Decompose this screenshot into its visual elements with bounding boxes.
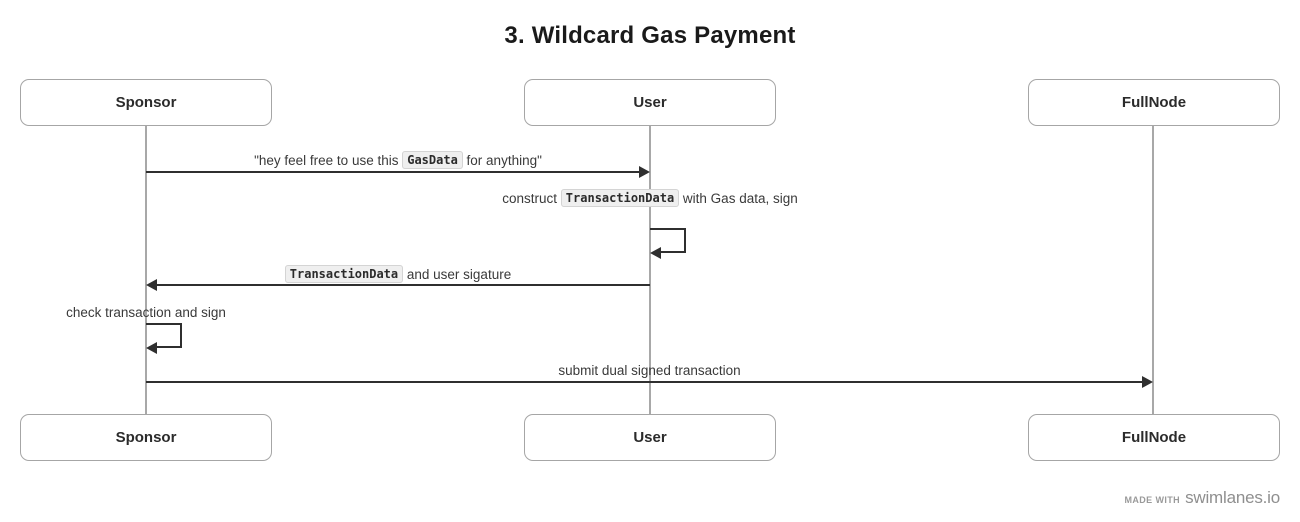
message-5-arrowhead (1142, 376, 1153, 388)
lifeline-sponsor (145, 125, 147, 415)
message-3-text-post: and user sigature (403, 267, 512, 282)
participant-fullnode-top[interactable]: FullNode (1028, 79, 1280, 126)
message-4-text: check transaction and sign (66, 305, 226, 320)
message-2-code: TransactionData (560, 189, 680, 207)
message-2-self-loop (650, 228, 686, 253)
participant-sponsor-top-label: Sponsor (115, 94, 177, 111)
footer-branding[interactable]: Made with swimlanes.io (1124, 488, 1280, 508)
lifeline-user (649, 125, 651, 415)
participant-user-bottom-label: User (633, 429, 667, 446)
participant-user-top[interactable]: User (524, 79, 776, 126)
lifeline-fullnode (1152, 125, 1154, 415)
message-5-label: submit dual signed transaction (146, 361, 1153, 380)
participant-user-top-label: User (633, 94, 667, 111)
message-3-arrowhead (146, 279, 157, 291)
participant-sponsor-bottom-label: Sponsor (115, 429, 177, 446)
participant-sponsor-top[interactable]: Sponsor (20, 79, 272, 126)
message-2-label: construct TransactionData with Gas data,… (480, 189, 820, 208)
message-3-code: TransactionData (284, 265, 404, 283)
participant-user-bottom[interactable]: User (524, 414, 776, 461)
page-title: 3. Wildcard Gas Payment (504, 22, 796, 49)
made-with-label: Made with (1124, 495, 1181, 505)
message-1-label: "hey feel free to use this GasData for a… (146, 151, 650, 170)
message-3-label: TransactionData and user sigature (146, 265, 650, 284)
participant-fullnode-top-label: FullNode (1121, 94, 1187, 111)
message-2-text-pre: construct (502, 191, 561, 206)
message-5-text: submit dual signed transaction (558, 363, 741, 378)
message-4-arrowhead (146, 342, 157, 354)
message-4-label: check transaction and sign (20, 303, 272, 322)
message-1-text-pre: "hey feel free to use this (254, 153, 403, 168)
message-1-code: GasData (402, 151, 463, 169)
message-2-arrowhead (650, 247, 661, 259)
message-1-arrowhead (639, 166, 650, 178)
message-1-text-post: for anything" (462, 153, 542, 168)
message-1-arrow-line (146, 171, 640, 173)
participant-fullnode-bottom[interactable]: FullNode (1028, 414, 1280, 461)
participant-sponsor-bottom[interactable]: Sponsor (20, 414, 272, 461)
participant-fullnode-bottom-label: FullNode (1121, 429, 1187, 446)
message-4-self-loop (146, 323, 182, 348)
message-3-arrow-line (156, 284, 650, 286)
message-2-text-post: with Gas data, sign (679, 191, 798, 206)
message-5-arrow-line (146, 381, 1143, 383)
swimlanes-brand-label: swimlanes.io (1185, 488, 1280, 507)
